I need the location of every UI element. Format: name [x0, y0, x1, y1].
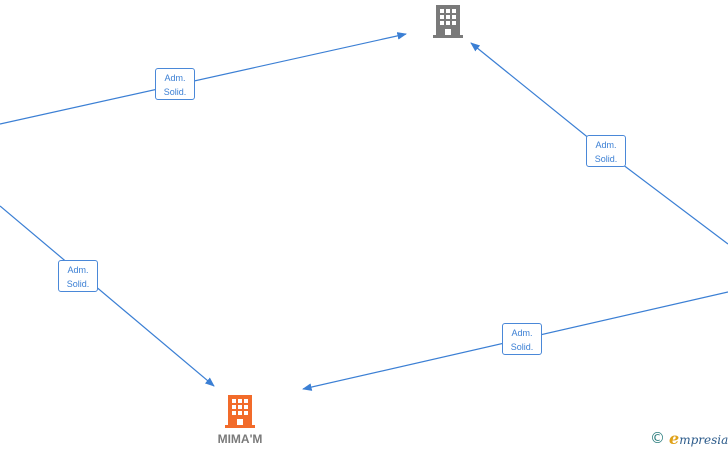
edge-label-line2: Solid. [163, 87, 187, 97]
edge-label-line1: Adm. [595, 140, 617, 150]
empresia-logo: empresia [669, 429, 728, 448]
building-icon [433, 5, 463, 38]
watermark: © empresia [650, 428, 728, 448]
edge-label-line1: Adm. [511, 328, 533, 338]
edge-label-line1: Adm. [164, 73, 186, 83]
building-icon [225, 395, 255, 428]
edge-line-left-lower-to-mimam [0, 205, 215, 387]
edge-label-right-to-mimam: Adm. Solid. [502, 323, 542, 355]
edge-label-right-to-top: Adm. Solid. [586, 135, 626, 167]
edge-label-line2: Solid. [510, 342, 534, 352]
node-label-mimam[interactable]: MIMA'M [217, 432, 263, 446]
edge-label-left-upper-to-top: Adm. Solid. [155, 68, 195, 100]
edge-label-left-lower-to-mimam: Adm. Solid. [58, 260, 98, 292]
edge-label-line2: Solid. [66, 279, 90, 289]
edge-label-line1: Adm. [67, 265, 89, 275]
copyright-icon: © [650, 429, 665, 447]
logo-rest: mpresia [679, 432, 728, 447]
logo-initial: e [669, 428, 680, 448]
edge-label-line2: Solid. [594, 154, 618, 164]
edge-line-left-upper-to-top [0, 32, 407, 125]
